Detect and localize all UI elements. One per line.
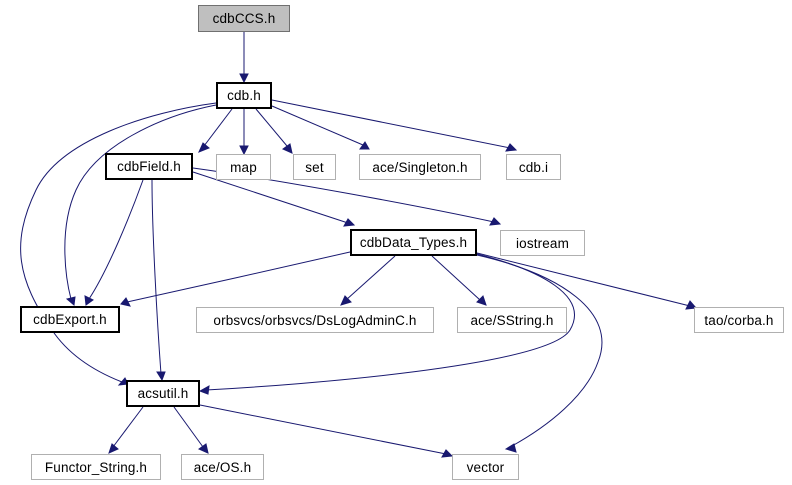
edge-cdb-to-cdbField	[203, 108, 233, 147]
edge-acsutil-to-functorString	[112, 406, 144, 448]
graph-node-label-cdb: cdb.h	[227, 88, 261, 103]
edge-cdb-to-aceSingleton	[271, 105, 364, 146]
graph-node-aceSingleton[interactable]: ace/Singleton.h	[359, 154, 481, 180]
edge-cdbDataTypes-to-taoCorba	[476, 252, 691, 307]
arrowhead-cdb-to-set	[281, 143, 293, 154]
graph-node-set[interactable]: set	[293, 154, 336, 180]
edge-cdbDataTypes-to-vector	[476, 254, 603, 447]
arrowhead-cdbCCS-to-cdb	[239, 73, 249, 84]
graph-node-label-vector: vector	[466, 459, 505, 475]
graph-node-label-cdbi: cdb.i	[518, 159, 549, 175]
arrowhead-cdbDataTypes-to-acsutil	[198, 385, 210, 395]
arrowhead-cdbField-to-acsutil	[156, 371, 166, 382]
edge-cdbField-to-cdbDataTypes	[192, 171, 349, 224]
edge-cdbField-to-cdbExport	[88, 179, 144, 300]
graph-node-taoCorba[interactable]: tao/corba.h	[694, 307, 784, 333]
edge-acsutil-to-aceOS	[173, 406, 204, 448]
graph-node-label-cdbExport: cdbExport.h	[33, 312, 107, 327]
graph-node-label-aceSString: ace/SString.h	[470, 312, 554, 328]
graph-node-label-iostream: iostream	[516, 235, 569, 251]
graph-node-vector[interactable]: vector	[452, 454, 519, 480]
arrowhead-cdbField-to-cdbExport	[84, 295, 94, 306]
graph-node-cdbDataTypes[interactable]: cdbData_Types.h	[350, 229, 477, 256]
edge-cdbDataTypes-to-aceSString	[431, 255, 481, 301]
graph-node-label-functorString: Functor_String.h	[44, 459, 148, 475]
arrowhead-acsutil-to-aceOS	[197, 443, 209, 454]
arrowhead-cdbDataTypes-to-dsLogAdmin	[340, 295, 352, 306]
edge-cdbField-to-acsutil	[151, 179, 162, 375]
arrowhead-cdb-to-cdbField	[198, 142, 210, 153]
arrowhead-cdbDataTypes-to-aceSString	[476, 295, 487, 306]
graph-node-cdbi[interactable]: cdb.i	[506, 154, 561, 180]
graph-node-label-dsLogAdmin: orbsvcs/orbsvcs/DsLogAdminC.h	[213, 312, 417, 328]
graph-node-label-map: map	[230, 159, 257, 175]
edge-cdbDataTypes-to-cdbExport	[126, 251, 351, 303]
arrowhead-cdb-to-cdbi	[505, 143, 518, 152]
arrowhead-cdbField-to-iostream	[489, 217, 502, 226]
arrowhead-cdbField-to-cdbDataTypes	[343, 218, 356, 227]
arrowhead-acsutil-to-functorString	[108, 443, 119, 454]
edge-cdb-to-set	[255, 108, 288, 147]
edge-cdb-to-cdbExport	[64, 104, 217, 300]
graph-node-label-aceOS: ace/OS.h	[193, 459, 252, 475]
arrowhead-cdb-to-aceSingleton	[359, 141, 370, 150]
graph-node-acsutil[interactable]: acsutil.h	[126, 380, 200, 407]
arrowhead-cdb-to-map	[239, 145, 249, 156]
arrowhead-cdbDataTypes-to-cdbExport	[120, 297, 131, 307]
graph-node-cdbCCS[interactable]: cdbCCS.h	[198, 5, 290, 32]
edge-cdbDataTypes-to-dsLogAdmin	[345, 255, 396, 301]
edge-cdb-to-acsutil	[20, 102, 217, 383]
graph-node-label-cdbDataTypes: cdbData_Types.h	[359, 235, 468, 250]
arrowhead-acsutil-to-vector	[441, 449, 454, 458]
graph-node-label-taoCorba: tao/corba.h	[704, 312, 774, 328]
graph-node-label-cdbField: cdbField.h	[117, 159, 181, 174]
graph-node-cdb[interactable]: cdb.h	[216, 82, 272, 109]
graph-node-map[interactable]: map	[216, 154, 271, 180]
edge-cdbDataTypes-to-acsutil	[205, 253, 575, 391]
arrowhead-cdbDataTypes-to-vector	[504, 443, 517, 453]
graph-node-aceOS[interactable]: ace/OS.h	[181, 454, 264, 480]
graph-node-label-aceSingleton: ace/Singleton.h	[372, 159, 468, 175]
arrowhead-cdb-to-cdbExport	[65, 296, 76, 306]
graph-node-label-acsutil: acsutil.h	[137, 386, 189, 401]
graph-node-label-cdbCCS: cdbCCS.h	[212, 11, 276, 26]
graph-node-aceSString[interactable]: ace/SString.h	[457, 307, 567, 333]
graph-node-cdbField[interactable]: cdbField.h	[105, 153, 193, 180]
graph-node-cdbExport[interactable]: cdbExport.h	[20, 306, 120, 333]
arrowhead-cdbDataTypes-to-taoCorba	[685, 300, 698, 310]
graph-node-functorString[interactable]: Functor_String.h	[31, 454, 161, 480]
edge-acsutil-to-vector	[199, 404, 447, 455]
graph-node-iostream[interactable]: iostream	[500, 230, 585, 256]
graph-node-dsLogAdmin[interactable]: orbsvcs/orbsvcs/DsLogAdminC.h	[196, 307, 434, 333]
graph-node-label-set: set	[305, 159, 324, 175]
edge-cdb-to-cdbi	[271, 99, 511, 149]
